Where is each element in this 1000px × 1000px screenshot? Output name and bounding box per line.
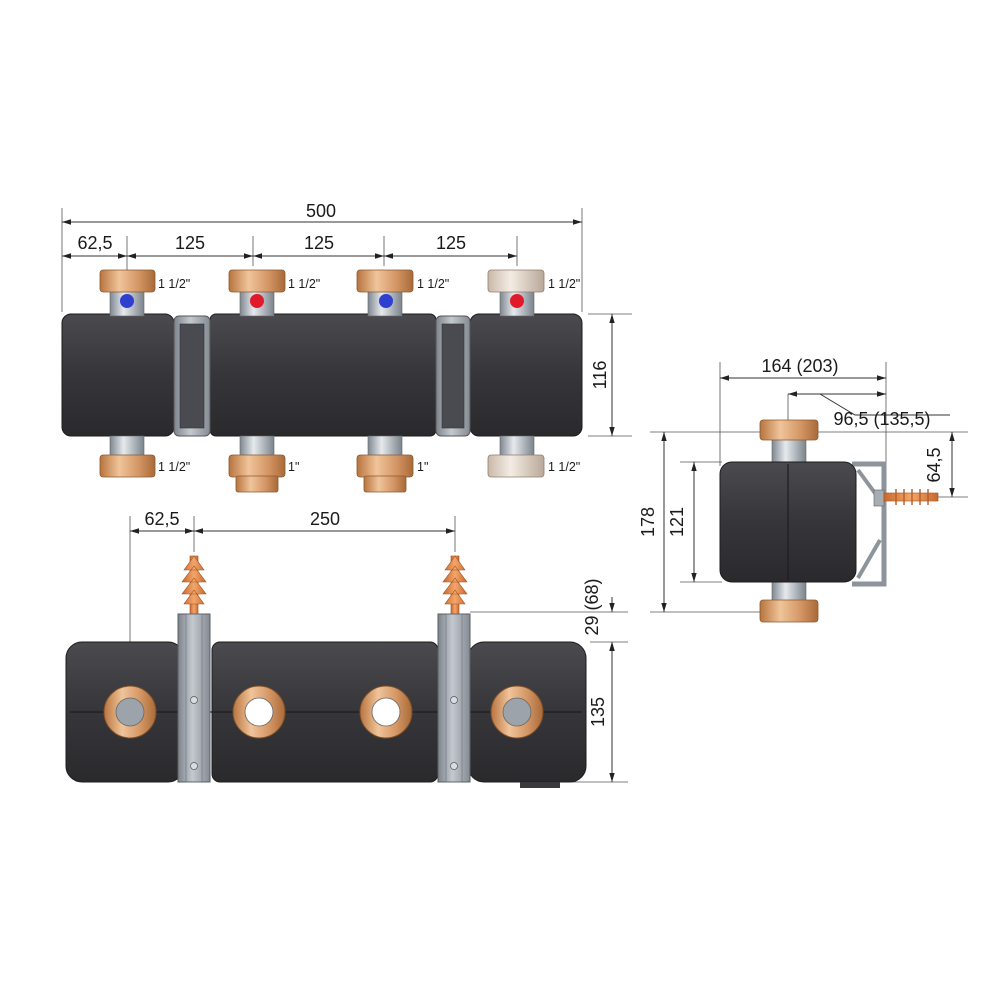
side-wall-bracket	[852, 461, 887, 587]
wall-anchor-left	[181, 555, 207, 615]
mounting-bracket-left	[177, 613, 211, 783]
mounting-bracket-right	[437, 613, 471, 783]
rear-port-1	[103, 685, 157, 739]
spacing-label-3: 125	[436, 233, 466, 253]
insulation-block-right	[469, 313, 583, 437]
top-connection-label-1: 1 1/2"	[158, 277, 190, 291]
rear-view: 62,5 250 29 (68) 135	[65, 509, 628, 788]
rear-port-2	[232, 685, 286, 739]
top-connection-label-3: 1 1/2"	[417, 277, 449, 291]
rear-offset-label: 62,5	[144, 509, 179, 529]
rear-port-4	[490, 685, 544, 739]
insulation-block-left	[61, 313, 175, 437]
hot-indicator-icon	[510, 294, 524, 308]
bracket-height-label: 29 (68)	[582, 578, 602, 635]
anchor-height-label: 64,5	[924, 447, 944, 482]
front-height-label: 116	[590, 361, 610, 390]
bottom-connection-label-4: 1 1/2"	[548, 460, 580, 474]
bottom-connection-4	[487, 435, 545, 478]
insulation-block-center	[209, 313, 437, 437]
bottom-connection-label-2: 1"	[288, 460, 299, 474]
cold-indicator-icon	[379, 294, 393, 308]
bottom-connection-label-3: 1"	[417, 460, 428, 474]
bottom-connection-3	[356, 435, 414, 493]
spacing-label-2: 125	[304, 233, 334, 253]
overall-height-label: 178	[638, 507, 658, 537]
overall-width-label: 500	[306, 201, 336, 221]
bottom-connection-1	[99, 435, 156, 478]
spacing-label-1: 125	[175, 233, 205, 253]
bottom-connection-2	[228, 435, 286, 493]
anchor-spacing-label: 250	[310, 509, 340, 529]
top-connection-3	[356, 269, 414, 317]
front-view: 500 62,5 125 125 125 116	[61, 201, 632, 493]
side-top-fitting	[759, 419, 819, 465]
rear-height-label: 135	[588, 697, 608, 727]
side-wall-anchor	[883, 489, 939, 505]
top-connection-4	[487, 269, 545, 317]
side-depth-label: 164 (203)	[761, 356, 838, 376]
bottom-connection-label-1: 1 1/2"	[158, 460, 190, 474]
top-connection-1	[99, 269, 156, 317]
body-height-label: 121	[667, 507, 687, 537]
rear-port-3	[359, 685, 413, 739]
side-view: 164 (203) 96,5 (135,5) 64,5 178 121	[638, 356, 968, 623]
top-connection-label-4: 1 1/2"	[548, 277, 580, 291]
wall-anchor-right	[442, 555, 468, 615]
bracket-depth-label: 96,5 (135,5)	[833, 409, 930, 429]
top-connection-label-2: 1 1/2"	[288, 277, 320, 291]
top-connection-2	[228, 269, 286, 317]
cold-indicator-icon	[120, 294, 134, 308]
side-bottom-fitting	[759, 581, 819, 623]
hot-indicator-icon	[250, 294, 264, 308]
offset-first-label: 62,5	[77, 233, 112, 253]
